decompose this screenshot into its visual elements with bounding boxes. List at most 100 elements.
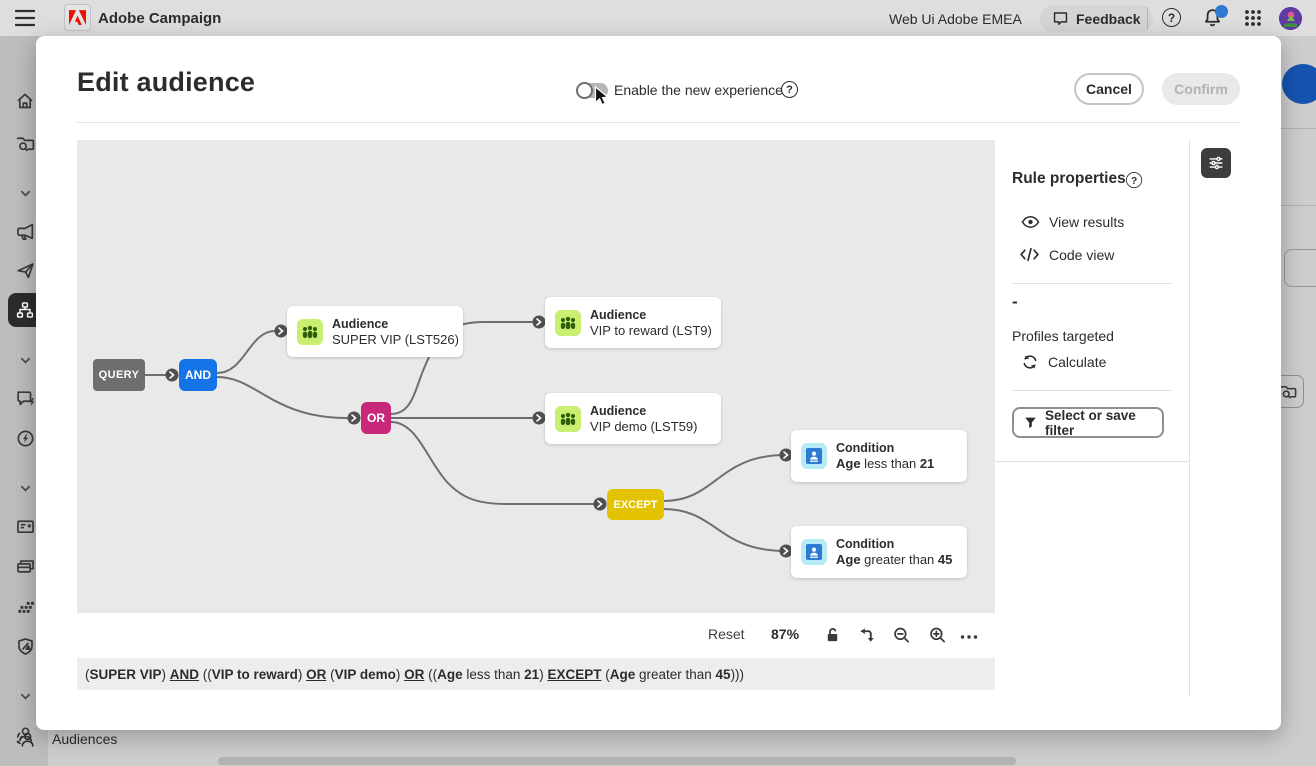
reset-button[interactable]: Reset [708, 626, 745, 642]
feedback-button[interactable]: Feedback [1040, 5, 1153, 32]
rule-properties-help-icon[interactable]: ? [1126, 172, 1143, 189]
dialog-title: Edit audience [77, 67, 256, 97]
topbar-divider [1147, 7, 1148, 29]
properties-panel-toggle-button[interactable] [1201, 148, 1231, 178]
code-view-label: Code view [1049, 246, 1115, 263]
feedback-bubble-icon [1053, 12, 1068, 26]
megaphone-icon [16, 223, 33, 240]
code-view-link[interactable]: Code view [1019, 246, 1114, 263]
select-or-save-filter-button[interactable]: Select or save filter [1012, 407, 1164, 438]
calculate-link[interactable]: Calculate [1021, 353, 1106, 371]
workflow-icon [16, 302, 34, 318]
toggle-label: Enable the new experience [614, 82, 783, 98]
zoom-level[interactable]: 87% [771, 626, 800, 642]
hamburger-menu-icon[interactable] [15, 9, 35, 27]
toggle-help-icon[interactable]: ? [781, 81, 798, 98]
app-switcher-icon[interactable] [1243, 8, 1263, 28]
background-primary-button[interactable] [1282, 64, 1316, 104]
zoom-in-button[interactable] [926, 624, 948, 646]
filter-button-label: Select or save filter [1044, 407, 1136, 438]
fragments-dots-icon [17, 601, 34, 613]
brand-shield-icon [17, 637, 33, 655]
bent-arrow-icon [860, 628, 874, 642]
lightning-circle-icon [17, 430, 33, 446]
rule-formula-bar: (SUPER VIP) AND ((VIP to reward) OR (VIP… [77, 658, 995, 690]
background-field [1284, 249, 1316, 287]
condition-node-age-greater-45[interactable]: Condition Age greater than 45 [791, 526, 967, 578]
avatar[interactable] [1279, 7, 1302, 30]
chevron-down-icon [20, 485, 30, 492]
sidebar-chevron-2[interactable] [14, 349, 36, 371]
adobe-logo-icon [69, 10, 86, 25]
sidebar-chevron-3[interactable] [14, 477, 36, 499]
adobe-logo[interactable] [64, 4, 91, 31]
sidebar-item-home[interactable] [14, 90, 36, 112]
node-name: VIP to reward (LST9) [590, 322, 712, 338]
send-icon [16, 262, 34, 278]
background-horizontal-scrollbar[interactable] [218, 757, 1016, 765]
except-operator-node[interactable]: EXCEPT [607, 489, 664, 520]
sidebar-item-campaigns[interactable] [14, 220, 36, 242]
chevron-down-icon [20, 693, 30, 700]
background-divider [1281, 128, 1316, 129]
and-operator-node[interactable]: AND [179, 359, 217, 391]
condition-icon [801, 539, 827, 565]
environment-label: Web Ui Adobe EMEA [889, 11, 1022, 27]
home-icon [17, 93, 33, 109]
graph-edges [144, 315, 793, 558]
audience-icon [555, 309, 581, 336]
condition-icon [801, 443, 827, 469]
top-bar: Adobe Campaign Web Ui Adobe EMEA Feedbac… [0, 0, 1316, 36]
unlock-button[interactable] [821, 624, 843, 646]
calculate-label: Calculate [1048, 354, 1107, 370]
condition-node-age-less-21[interactable]: Condition Age less than 21 [791, 430, 967, 482]
audience-node-vip-demo[interactable]: Audience VIP demo (LST59) [545, 393, 721, 444]
audience-node-vip-to-reward[interactable]: Audience VIP to reward (LST9) [545, 297, 721, 348]
sidebar-chevron-4[interactable] [14, 685, 36, 707]
rule-canvas[interactable]: QUERY AND OR EXCEPT Audience SUPER VIP (… [77, 140, 995, 613]
audiences-people-icon [16, 732, 34, 747]
eye-icon [1021, 216, 1040, 228]
sidebar-item-triggers[interactable] [14, 427, 36, 449]
sidebar-item-explorer[interactable] [14, 132, 36, 154]
profiles-targeted-label: Profiles targeted [1012, 328, 1114, 344]
new-experience-toggle[interactable] [576, 82, 608, 99]
sidebar-item-audiences[interactable]: Audiences [14, 728, 117, 749]
reorganize-button[interactable] [855, 624, 877, 646]
view-results-link[interactable]: View results [1021, 214, 1124, 230]
zoom-out-button[interactable] [890, 624, 912, 646]
sidebar-item-brand[interactable] [14, 635, 36, 657]
confirm-button-disabled[interactable]: Confirm [1162, 73, 1240, 105]
audience-node-super-vip[interactable]: Audience SUPER VIP (LST526) [287, 306, 463, 357]
folder-search-icon [16, 136, 34, 151]
node-name: Age less than 21 [836, 456, 935, 471]
feedback-label: Feedback [1076, 10, 1141, 27]
panel-vertical-divider [1189, 140, 1190, 696]
edge-connectors [165, 315, 793, 558]
notifications-button[interactable] [1202, 5, 1228, 31]
sidebar-chevron-1[interactable] [14, 182, 36, 204]
audience-icon [297, 318, 323, 345]
more-options-button[interactable] [958, 626, 980, 648]
help-icon[interactable]: ? [1162, 8, 1181, 27]
panel-divider [1012, 283, 1172, 284]
node-type-label: Audience [332, 316, 389, 331]
formula-text: (SUPER VIP) AND ((VIP to reward) OR (VIP… [85, 666, 745, 682]
cancel-button[interactable]: Cancel [1074, 73, 1144, 105]
sidebar-item-content[interactable] [14, 515, 36, 537]
query-node[interactable]: QUERY [93, 359, 145, 391]
sidebar-item-messages[interactable] [14, 387, 36, 409]
or-operator-node[interactable]: OR [361, 402, 391, 434]
node-name: Age greater than 45 [836, 552, 953, 567]
node-type-label: Condition [836, 441, 895, 455]
panel-wide-divider [995, 461, 1190, 462]
zoom-out-icon [893, 627, 909, 643]
profiles-targeted-value: - [1012, 292, 1018, 311]
sidebar-item-templates[interactable] [14, 555, 36, 577]
node-type-label: Audience [590, 307, 647, 322]
sidebar-item-deliveries[interactable] [14, 259, 36, 281]
audiences-label: Audiences [52, 730, 118, 747]
sidebar-item-fragments[interactable] [14, 595, 36, 617]
toggle-knob [576, 82, 593, 99]
